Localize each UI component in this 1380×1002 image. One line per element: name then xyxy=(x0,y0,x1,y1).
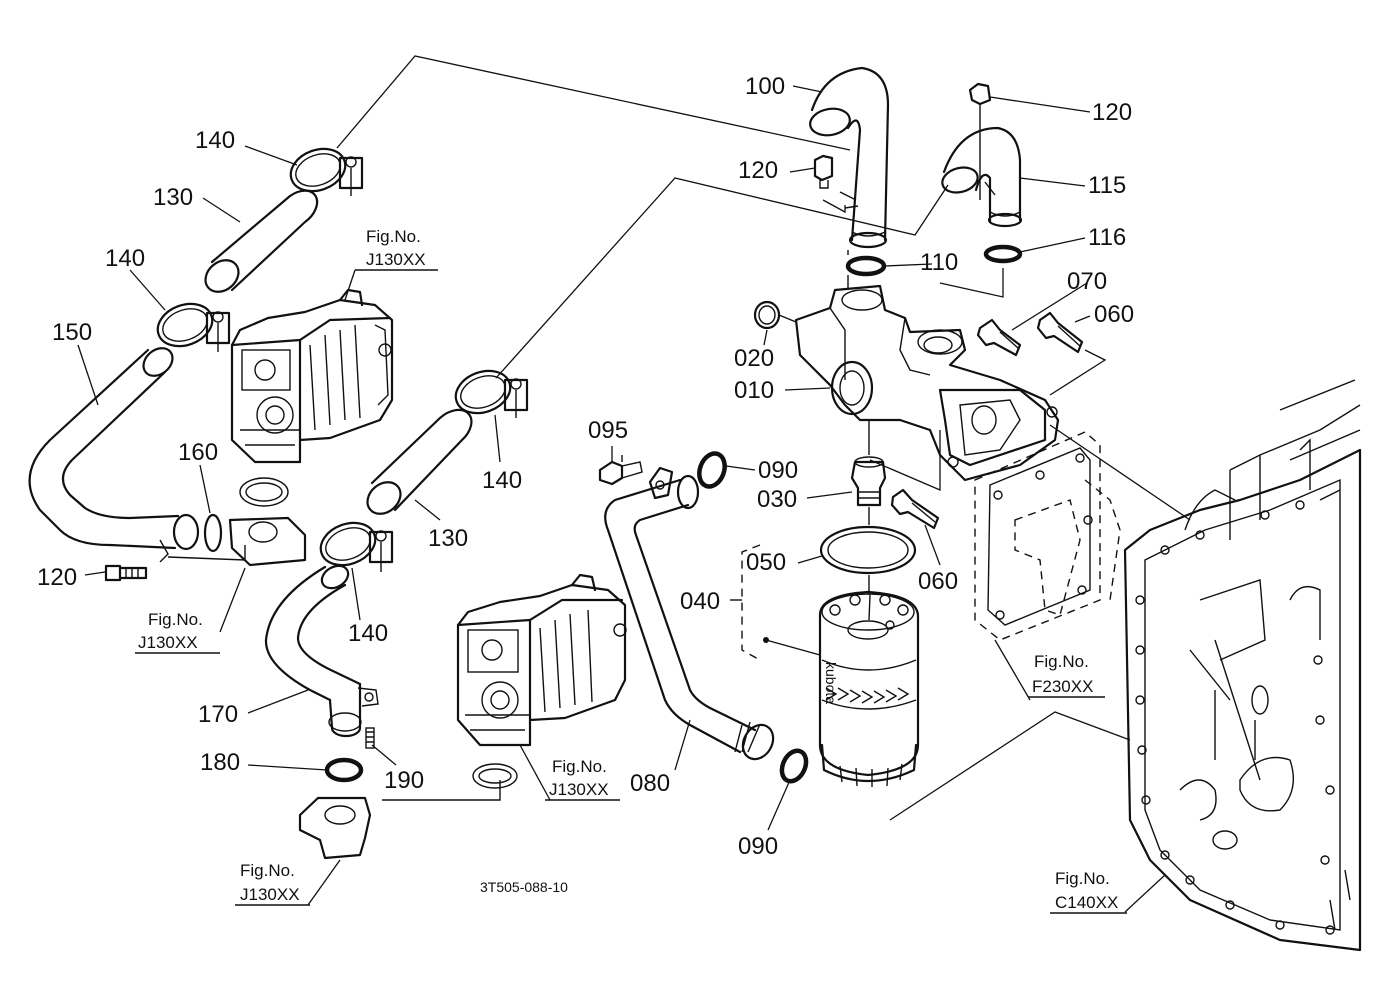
callout-labels: 140 130 140 150 160 120 140 130 140 170 … xyxy=(37,73,1134,860)
fig-ref-j130-upper[interactable]: Fig.No. J130XX xyxy=(355,227,438,271)
fig-number: C140XX xyxy=(1055,893,1118,912)
plug-020[interactable] xyxy=(753,300,797,330)
hose-150[interactable] xyxy=(28,343,200,563)
pipe-115[interactable] xyxy=(940,126,1023,228)
callout-160[interactable]: 160 xyxy=(178,439,218,466)
o-ring-090-lower[interactable] xyxy=(777,747,810,785)
callout-116[interactable]: 116 xyxy=(1088,224,1126,251)
bracket-040 xyxy=(730,544,821,661)
fig-number: J130XX xyxy=(366,250,426,269)
callout-020[interactable]: 020 xyxy=(734,345,774,372)
fig-number: J130XX xyxy=(138,633,198,652)
callout-120-right[interactable]: 120 xyxy=(1092,99,1132,126)
hose-clamp-140-a[interactable] xyxy=(285,142,364,199)
filter-brand-label: kubota xyxy=(823,662,839,704)
o-ring-116[interactable] xyxy=(983,244,1023,264)
callout-120-left[interactable]: 120 xyxy=(37,564,77,591)
callout-140-b[interactable]: 140 xyxy=(105,245,145,272)
pipe-100[interactable] xyxy=(808,66,890,249)
callout-070[interactable]: 070 xyxy=(1067,268,1107,295)
fig-prefix: Fig.No. xyxy=(552,757,607,776)
callout-040[interactable]: 040 xyxy=(680,588,720,615)
callout-010[interactable]: 010 xyxy=(734,377,774,404)
callout-leaders xyxy=(77,85,1091,831)
hose-130-lower[interactable] xyxy=(361,408,473,520)
fig-number: J130XX xyxy=(549,780,609,799)
cover-plate-f230 xyxy=(974,431,1121,641)
nipple-030[interactable] xyxy=(850,456,887,507)
callout-150[interactable]: 150 xyxy=(52,319,92,346)
fig-ref-c140[interactable]: Fig.No. C140XX xyxy=(1050,869,1127,914)
bolt-120-top-middle[interactable] xyxy=(813,154,834,189)
flange-upper-left xyxy=(228,477,307,567)
fig-prefix: Fig.No. xyxy=(148,610,203,629)
callout-050[interactable]: 050 xyxy=(746,549,786,576)
callout-115[interactable]: 115 xyxy=(1088,172,1126,199)
transmission-case-c140 xyxy=(1123,379,1362,952)
fig-prefix: Fig.No. xyxy=(1034,652,1089,671)
bolt-095[interactable] xyxy=(598,455,643,486)
fig-ref-j130-left[interactable]: Fig.No. J130XX xyxy=(135,610,220,654)
callout-030[interactable]: 030 xyxy=(757,486,797,513)
fitting-060-top[interactable] xyxy=(1036,311,1084,354)
fig-number: J130XX xyxy=(240,885,300,904)
callout-090-upper[interactable]: 090 xyxy=(758,457,798,484)
hydraulic-pump-upper[interactable] xyxy=(230,288,394,464)
gasket-lower xyxy=(472,763,518,789)
callout-140-d[interactable]: 140 xyxy=(348,620,388,647)
fig-prefix: Fig.No. xyxy=(1055,869,1110,888)
seal-050[interactable] xyxy=(819,525,917,575)
callout-080[interactable]: 080 xyxy=(630,770,670,797)
callout-090-lower[interactable]: 090 xyxy=(738,833,778,860)
filter-head-010[interactable] xyxy=(794,284,1060,482)
drawing-code: 3T505-088-10 xyxy=(480,879,568,895)
callout-110[interactable]: 110 xyxy=(920,249,958,276)
callout-180[interactable]: 180 xyxy=(200,749,240,776)
flange-lower-left xyxy=(298,796,372,860)
pipe-080[interactable] xyxy=(604,466,779,765)
callout-060-lower[interactable]: 060 xyxy=(918,568,958,595)
callout-120-middle[interactable]: 120 xyxy=(738,157,778,184)
fig-ref-j130-lower-middle[interactable]: Fig.No. J130XX xyxy=(545,757,620,801)
callout-060-top[interactable]: 060 xyxy=(1094,301,1134,328)
o-ring-160[interactable] xyxy=(203,513,223,553)
callout-100[interactable]: 100 xyxy=(745,73,785,100)
o-ring-180[interactable] xyxy=(324,757,364,783)
fig-number: F230XX xyxy=(1032,677,1093,696)
callout-130-a[interactable]: 130 xyxy=(153,184,193,211)
callout-140-a[interactable]: 140 xyxy=(195,127,235,154)
callout-095[interactable]: 095 xyxy=(588,417,628,444)
bolt-120-top-right[interactable] xyxy=(968,82,992,200)
callout-190[interactable]: 190 xyxy=(384,767,424,794)
fig-prefix: Fig.No. xyxy=(366,227,421,246)
hose-clamp-140-b[interactable] xyxy=(152,297,231,354)
fig-ref-leaders xyxy=(219,269,1166,913)
hose-130-upper[interactable] xyxy=(199,189,319,299)
fig-prefix: Fig.No. xyxy=(240,861,295,880)
hose-clamp-140-c[interactable] xyxy=(450,364,529,421)
fitting-070[interactable] xyxy=(976,318,1022,357)
bolt-120-left[interactable] xyxy=(104,564,148,582)
fig-ref-f230[interactable]: Fig.No. F230XX xyxy=(1028,652,1105,698)
fig-ref-j130-bottom[interactable]: Fig.No. J130XX xyxy=(235,861,310,906)
hydraulic-pump-lower[interactable] xyxy=(456,573,627,747)
hose-170[interactable] xyxy=(264,561,379,738)
callout-140-c[interactable]: 140 xyxy=(482,467,522,494)
assembly-lines xyxy=(167,55,1191,821)
hose-clamp-140-d[interactable] xyxy=(315,516,394,573)
callout-170[interactable]: 170 xyxy=(198,701,238,728)
screw-190[interactable] xyxy=(365,727,375,749)
callout-130-b[interactable]: 130 xyxy=(428,525,468,552)
oil-filter-040[interactable]: kubota xyxy=(818,590,920,787)
fitting-060-lower[interactable] xyxy=(890,488,940,530)
o-ring-110[interactable] xyxy=(845,255,887,277)
o-ring-090-upper[interactable] xyxy=(695,450,729,490)
